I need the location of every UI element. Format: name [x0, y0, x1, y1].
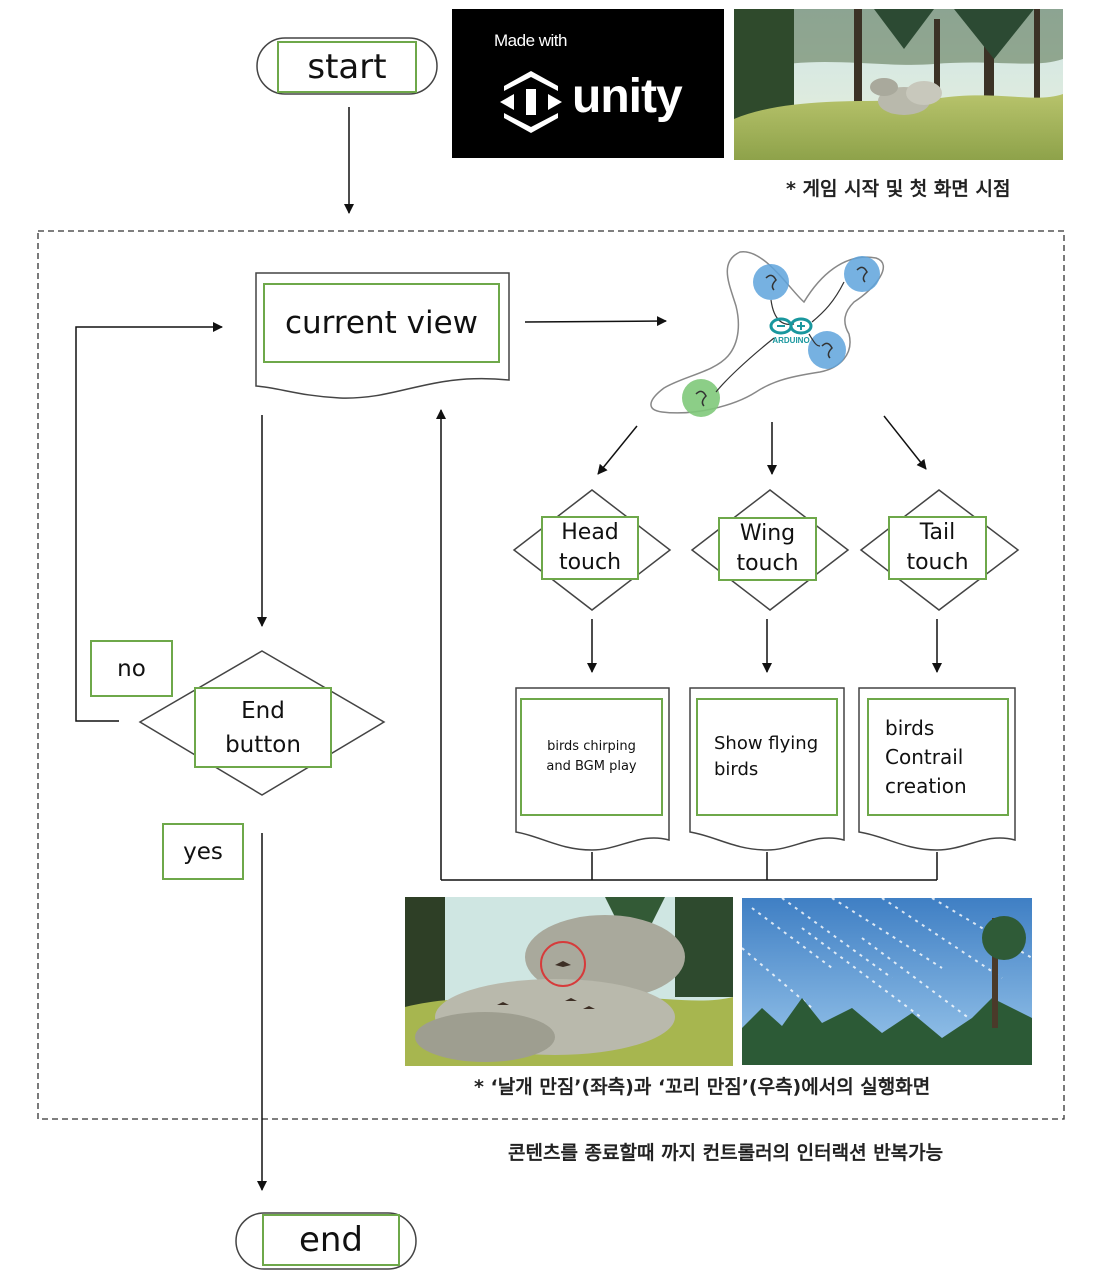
output-contrail-line2: Contrail	[885, 744, 964, 769]
unity-wordmark: unity	[572, 70, 683, 123]
end-button-label-line2: button	[225, 731, 301, 758]
start-terminal: start	[277, 41, 417, 93]
current-view-node: current view	[263, 283, 500, 363]
end-label: end	[298, 1220, 364, 1260]
end-button-node: End button	[194, 687, 332, 768]
start-screen-caption: * 게임 시작 및 첫 화면 시점	[786, 178, 1011, 200]
wing-touch-result-image	[405, 897, 733, 1066]
arduino-infinity-icon	[769, 317, 813, 335]
end-terminal-shape	[235, 1212, 417, 1270]
output-flying-line2: birds	[714, 759, 759, 780]
current-view-label: current view	[284, 305, 479, 341]
unity-cube-icon	[500, 71, 562, 133]
output-chirping-line2: and BGM play	[546, 759, 637, 774]
wing-touch-line1: Wing	[739, 521, 796, 546]
output-contrail-node: birds Contrail creation	[867, 698, 1009, 816]
yes-branch-label: yes	[162, 823, 244, 880]
arrow-controller-to-tail	[883, 415, 927, 470]
loop-note-caption: 콘텐츠를 종료할때 까지 컨트롤러의 인터랙션 반복가능	[508, 1142, 944, 1164]
head-touch-line1: Head	[561, 520, 619, 545]
yes-label: yes	[183, 838, 223, 865]
highlight-ring	[540, 941, 586, 987]
end-terminal: end	[262, 1214, 400, 1266]
interaction-loop-region	[37, 230, 1065, 1120]
wing-touch-node: Wing touch	[718, 517, 817, 581]
tail-touch-node: Tail touch	[888, 516, 987, 580]
result-screens-caption: * ‘날개 만짐’(좌측)과 ‘꼬리 만짐’(우측)에서의 실행화면	[474, 1076, 931, 1098]
tail-touch-line1: Tail	[919, 520, 956, 545]
output-contrail-line3: creation	[885, 773, 967, 798]
arduino-bird-controller: ARDUINO	[644, 242, 896, 418]
output-chirping-line1: birds chirping	[547, 739, 636, 754]
head-touch-node: Head touch	[541, 516, 639, 580]
arrow-controller-to-head	[597, 425, 638, 475]
start-screen-image	[734, 9, 1063, 160]
output-contrail-line1: birds	[885, 715, 935, 740]
arrow-no-loop-back	[75, 322, 223, 722]
head-touch-line2: touch	[558, 550, 622, 575]
start-label: start	[307, 47, 387, 87]
end-button-label-line1: End	[241, 697, 285, 724]
output-flying-node: Show flying birds	[696, 698, 838, 816]
tail-touch-line2: touch	[906, 550, 969, 575]
start-terminal-shape	[256, 37, 438, 95]
arduino-label: ARDUINO	[772, 336, 809, 345]
wing-touch-line2: touch	[736, 551, 799, 576]
no-branch-label: no	[90, 640, 173, 697]
tail-touch-result-image	[742, 898, 1032, 1065]
unity-made-with: Made with	[494, 31, 567, 50]
unity-logo: Made with unity	[452, 9, 724, 158]
output-flying-line1: Show flying	[714, 733, 819, 754]
arrow-view-to-controller	[524, 316, 667, 327]
output-chirping-node: birds chirping and BGM play	[520, 698, 663, 816]
no-label: no	[117, 655, 146, 682]
